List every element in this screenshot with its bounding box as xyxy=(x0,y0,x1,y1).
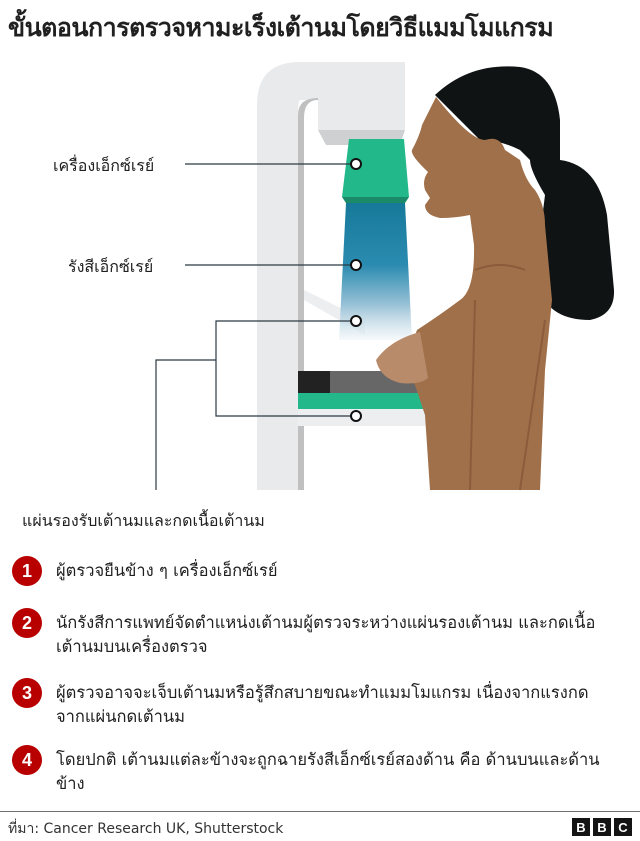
callout-dots xyxy=(350,158,362,422)
step-2: 2 นักรังสีการแพทย์จัดตำแหน่งเต้านมผู้ตรว… xyxy=(12,608,616,659)
step-badge: 1 xyxy=(12,556,42,586)
logo-letter: C xyxy=(614,818,632,836)
mammogram-diagram xyxy=(155,62,615,491)
page-title: ขั้นตอนการตรวจหามะเร็งเต้านมโดยวิธีแมมโม… xyxy=(8,13,554,42)
leader-lines xyxy=(155,163,355,490)
step-4: 4 โดยปกติ เต้านมแต่ละข้างจะถูกฉายรังสีเอ… xyxy=(12,745,616,796)
step-badge: 4 xyxy=(12,745,42,775)
step-badge: 2 xyxy=(12,608,42,638)
step-1: 1 ผู้ตรวจยืนข้าง ๆ เครื่องเอ็กซ์เรย์ xyxy=(12,556,616,586)
xray-beam xyxy=(339,203,412,340)
step-text: นักรังสีการแพทย์จัดตำแหน่งเต้านมผู้ตรวจร… xyxy=(56,613,596,656)
xray-head xyxy=(342,139,409,197)
label-xray-beam: รังสีเอ็กซ์เรย์ xyxy=(68,257,154,276)
breast-plate xyxy=(298,393,428,409)
label-xray-machine: เครื่องเอ็กซ์เรย์ xyxy=(53,156,155,175)
person xyxy=(408,97,552,490)
step-text: โดยปกติ เต้านมแต่ละข้างจะถูกฉายรังสีเอ็ก… xyxy=(56,750,600,793)
logo-letter: B xyxy=(572,818,590,836)
label-plates: แผ่นรองรับเต้านมและกดเนื้อเต้านม xyxy=(22,511,265,530)
step-badge: 3 xyxy=(12,678,42,708)
step-3: 3 ผู้ตรวจอาจจะเจ็บเต้านมหรือรู้สึกสบายขณ… xyxy=(12,678,616,729)
bbc-logo: B B C xyxy=(572,818,632,836)
step-text: ผู้ตรวจยืนข้าง ๆ เครื่องเอ็กซ์เรย์ xyxy=(56,561,278,580)
logo-letter: B xyxy=(593,818,611,836)
footer-divider xyxy=(0,811,640,812)
hair xyxy=(435,66,615,320)
source-credit: ที่มา: Cancer Research UK, Shutterstock xyxy=(8,821,284,837)
step-text: ผู้ตรวจอาจจะเจ็บเต้านมหรือรู้สึกสบายขณะท… xyxy=(56,683,589,726)
